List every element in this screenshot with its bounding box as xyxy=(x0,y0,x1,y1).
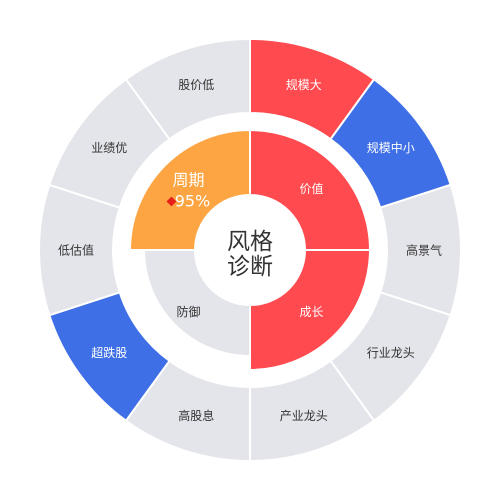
inner-segment[interactable] xyxy=(249,249,372,372)
inner-segment-label: 防御 xyxy=(176,304,200,319)
outer-segment-label: 业绩优 xyxy=(91,141,127,155)
outer-segment-label: 行业龙头 xyxy=(367,346,415,360)
inner-segment-label: 成长 xyxy=(300,305,324,319)
outer-segment-label: 产业龙头 xyxy=(280,409,328,423)
inner-segment[interactable] xyxy=(128,128,251,251)
diamond-marker-icon xyxy=(166,196,177,207)
inner-segment[interactable] xyxy=(142,249,251,358)
outer-segment-label: 规模大 xyxy=(286,77,322,92)
inner-segment[interactable] xyxy=(249,128,372,251)
inner-segment-label: 价值 xyxy=(300,181,324,196)
outer-segment-label: 高景气 xyxy=(406,243,442,258)
center-label: 风格 诊断 xyxy=(227,229,273,280)
outer-segment-label: 股价低 xyxy=(178,78,214,92)
outer-segment[interactable] xyxy=(124,37,251,141)
center-title-line1: 风格 xyxy=(227,229,273,255)
outer-segment-label: 超跌股 xyxy=(91,345,127,360)
outer-segment-label: 低估值 xyxy=(58,243,94,258)
outer-segment-label: 高股息 xyxy=(178,408,214,423)
inner-segment-label: 周期 xyxy=(172,170,204,189)
inner-segment-percent: 95% xyxy=(175,191,211,210)
center-title-line2: 诊断 xyxy=(227,254,273,280)
outer-segment-label: 规模中小 xyxy=(367,140,415,155)
